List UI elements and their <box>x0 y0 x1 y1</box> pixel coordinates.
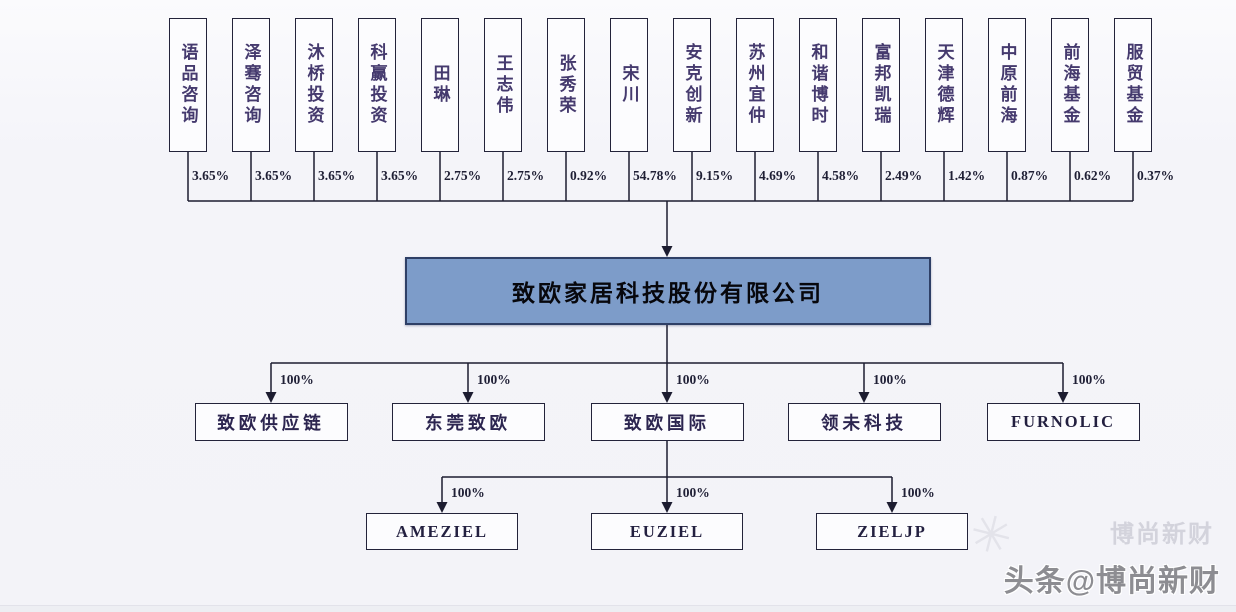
shareholder-box: 前海基金 <box>1051 18 1089 152</box>
ownership-percentage: 100% <box>676 372 710 387</box>
shareholder-name: 田琳 <box>430 64 450 106</box>
arrowhead-down-icon <box>858 392 870 403</box>
shareholder-box: 张秀荣 <box>547 18 585 152</box>
ownership-percentage: 2.75% <box>444 168 482 183</box>
international-subsidiary-box: ZIELJP <box>816 513 968 550</box>
shareholder-name: 服贸基金 <box>1123 43 1143 127</box>
shareholder-name: 安克创新 <box>682 43 702 127</box>
shareholder-name: 泽骞咨询 <box>241 43 261 127</box>
ownership-percentage: 4.69% <box>759 168 797 183</box>
shareholder-name: 张秀荣 <box>556 53 576 117</box>
parent-company-box: 致欧家居科技股份有限公司 <box>405 257 931 325</box>
ownership-percentage: 3.65% <box>381 168 419 183</box>
shareholder-box: 苏州宜仲 <box>736 18 774 152</box>
arrowhead-down-icon <box>661 392 673 403</box>
shareholder-box: 富邦凯瑞 <box>862 18 900 152</box>
ownership-percentage: 1.42% <box>948 168 986 183</box>
shareholder-box: 王志伟 <box>484 18 522 152</box>
international-subsidiary-box: AMEZIEL <box>366 513 518 550</box>
shareholder-name: 语品咨询 <box>178 43 198 127</box>
shareholder-name: 和谐博时 <box>808 43 828 127</box>
subsidiary-box: 致欧供应链 <box>194 403 348 441</box>
shareholder-name: 前海基金 <box>1060 43 1080 127</box>
shareholder-name: 中原前海 <box>997 43 1017 127</box>
ownership-percentage: 0.37% <box>1137 168 1175 183</box>
subsidiary-name: 致欧国际 <box>624 412 710 433</box>
ownership-percentage: 0.92% <box>570 168 608 183</box>
shareholder-box: 和谐博时 <box>799 18 837 152</box>
ownership-percentage: 100% <box>873 372 907 387</box>
international-subsidiary-name: AMEZIEL <box>396 521 488 541</box>
arrowhead-down-icon <box>462 392 474 403</box>
international-subsidiary-box: EUZIEL <box>591 513 743 550</box>
arrowhead-down-icon <box>1057 392 1069 403</box>
ownership-percentage: 0.62% <box>1074 168 1112 183</box>
shareholder-name: 王志伟 <box>493 53 513 117</box>
arrowhead-down-icon <box>886 502 898 513</box>
ownership-percentage: 54.78% <box>633 168 677 183</box>
subsidiary-name: 东莞致欧 <box>425 412 511 433</box>
shareholder-name: 宋川 <box>619 64 639 106</box>
subsidiary-box: 领未科技 <box>787 403 941 441</box>
ownership-percentage: 100% <box>901 485 935 500</box>
ownership-percentage: 3.65% <box>318 168 356 183</box>
subsidiary-name: 领未科技 <box>821 412 907 433</box>
shareholder-box: 沐桥投资 <box>295 18 333 152</box>
ownership-percentage: 2.75% <box>507 168 545 183</box>
shareholder-box: 泽骞咨询 <box>232 18 270 152</box>
ownership-percentage: 100% <box>477 372 511 387</box>
shareholder-name: 苏州宜仲 <box>745 43 765 127</box>
ownership-percentage: 3.65% <box>192 168 230 183</box>
international-subsidiary-name: EUZIEL <box>629 521 705 541</box>
ownership-percentage: 100% <box>280 372 314 387</box>
shareholder-box: 天津德辉 <box>925 18 963 152</box>
parent-company-name: 致欧家居科技股份有限公司 <box>512 280 824 306</box>
bottom-divider <box>0 605 1236 612</box>
ownership-percentage: 3.65% <box>255 168 293 183</box>
ownership-percentage: 100% <box>676 485 710 500</box>
subsidiary-box: FURNOLIC <box>986 403 1140 441</box>
subsidiary-name: FURNOLIC <box>1010 412 1115 431</box>
ownership-percentage: 4.58% <box>822 168 860 183</box>
shareholder-box: 田琳 <box>421 18 459 152</box>
international-subsidiary-name: ZIELJP <box>857 521 927 541</box>
shareholder-box: 语品咨询 <box>169 18 207 152</box>
ownership-percentage: 100% <box>451 485 485 500</box>
shareholder-name: 富邦凯瑞 <box>871 43 891 127</box>
ownership-percentage: 100% <box>1072 372 1106 387</box>
shareholder-box: 科赢投资 <box>358 18 396 152</box>
shareholder-box: 中原前海 <box>988 18 1026 152</box>
subsidiary-box: 致欧国际 <box>590 403 744 441</box>
subsidiary-name: 致欧供应链 <box>217 412 325 433</box>
ownership-percentage: 2.49% <box>885 168 923 183</box>
arrowhead-down-icon <box>661 246 673 257</box>
shareholder-box: 服贸基金 <box>1114 18 1152 152</box>
shareholder-name: 天津德辉 <box>934 43 954 127</box>
arrowhead-down-icon <box>265 392 277 403</box>
shareholder-name: 沐桥投资 <box>304 43 324 127</box>
ownership-percentage: 9.15% <box>696 168 734 183</box>
arrowhead-down-icon <box>661 502 673 513</box>
arrowhead-down-icon <box>436 502 448 513</box>
shareholder-box: 宋川 <box>610 18 648 152</box>
shareholder-box: 安克创新 <box>673 18 711 152</box>
subsidiary-box: 东莞致欧 <box>391 403 545 441</box>
shareholder-name: 科赢投资 <box>367 43 387 127</box>
ownership-percentage: 0.87% <box>1011 168 1049 183</box>
